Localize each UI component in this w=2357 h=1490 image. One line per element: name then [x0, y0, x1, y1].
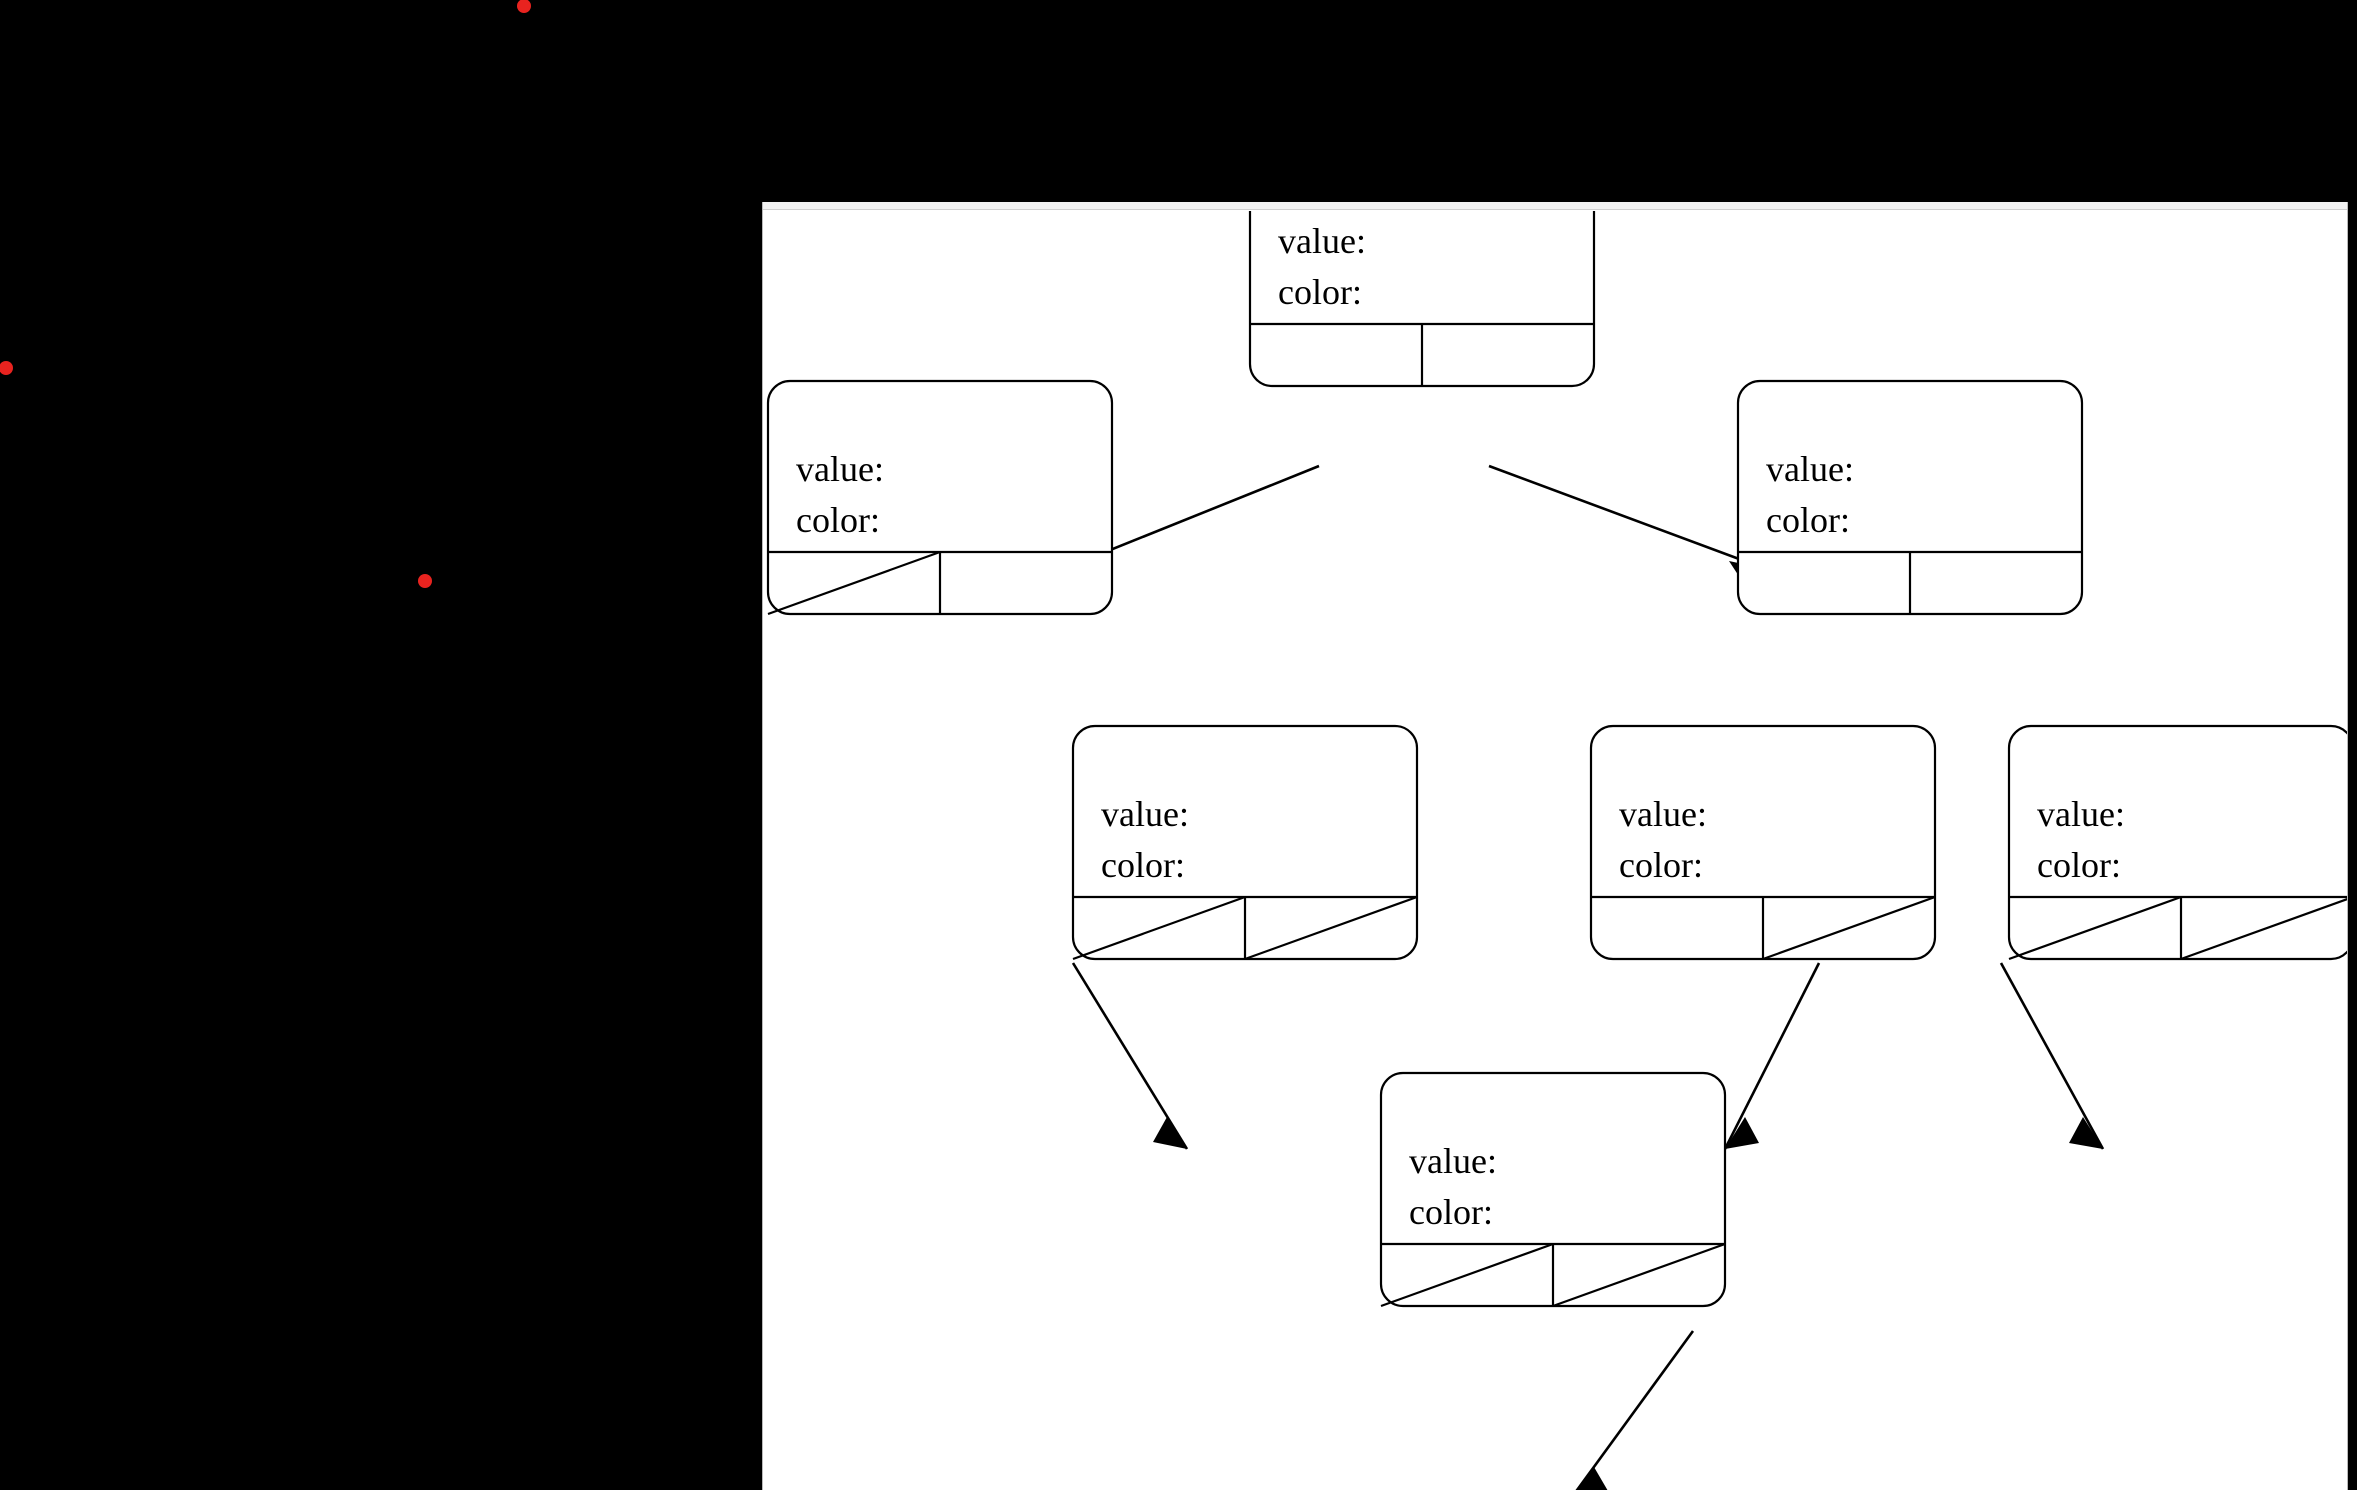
null-pointer-slash: [1380, 1242, 1554, 1308]
node-right-child-color-label: color:: [1766, 500, 1850, 540]
null-pointer-slash: [1552, 1242, 1726, 1308]
diagram-canvas-panel[interactable]: value: color: value: color:: [762, 202, 2348, 1490]
null-pointer-slash: [1072, 895, 1246, 961]
node-root-value-label: value:: [1278, 221, 1366, 261]
node-left-child-value-label: value:: [796, 449, 884, 489]
node-right-right-grandchild-value-label: value:: [2037, 794, 2125, 834]
node-left-child-color-label: color:: [796, 500, 880, 540]
edge-root-to-right-child: [1488, 464, 1767, 587]
node-root[interactable]: value: color:: [1248, 211, 1596, 388]
node-great-grandchild[interactable]: value: color:: [1379, 1071, 1727, 1308]
null-pointer-slash: [1244, 895, 1418, 961]
null-pointer-slash: [2008, 895, 2182, 961]
edge-left-child-to-left-right-grandchild: [1071, 962, 1189, 1150]
node-great-grandchild-value-label: value:: [1409, 1141, 1497, 1181]
node-right-right-grandchild-color-label: color:: [2037, 845, 2121, 885]
node-right-left-grandchild-color-label: color:: [1619, 845, 1703, 885]
cursor-marker-middle: [418, 574, 432, 588]
cursor-marker-top: [517, 0, 531, 13]
node-left-child[interactable]: value: color:: [766, 379, 1114, 616]
edge-right-child-to-right-right-grandchild: [1999, 962, 2105, 1150]
null-pointer-slash: [1762, 895, 1936, 961]
node-great-grandchild-color-label: color:: [1409, 1192, 1493, 1232]
node-right-left-grandchild-value-label: value:: [1619, 794, 1707, 834]
edge-right-left-grandchild-to-great-grandchild: [1575, 1330, 1695, 1490]
null-pointer-slash: [767, 550, 941, 616]
node-root-color-label: color:: [1278, 272, 1362, 312]
node-right-left-grandchild[interactable]: value: color:: [1589, 724, 1937, 961]
edge-right-child-to-right-left-grandchild: [1723, 962, 1821, 1150]
canvas-header-strip: [763, 202, 2347, 210]
node-right-right-grandchild[interactable]: value: color:: [2007, 724, 2347, 961]
node-left-right-grandchild[interactable]: value: color:: [1071, 724, 1419, 961]
cursor-marker-left: [0, 361, 13, 375]
null-pointer-slash: [2180, 897, 2347, 961]
node-left-right-grandchild-value-label: value:: [1101, 794, 1189, 834]
red-black-tree-diagram[interactable]: value: color: value: color:: [763, 211, 2347, 1490]
node-left-right-grandchild-color-label: color:: [1101, 845, 1185, 885]
node-right-child-value-label: value:: [1766, 449, 1854, 489]
node-right-child[interactable]: value: color:: [1736, 379, 2084, 616]
